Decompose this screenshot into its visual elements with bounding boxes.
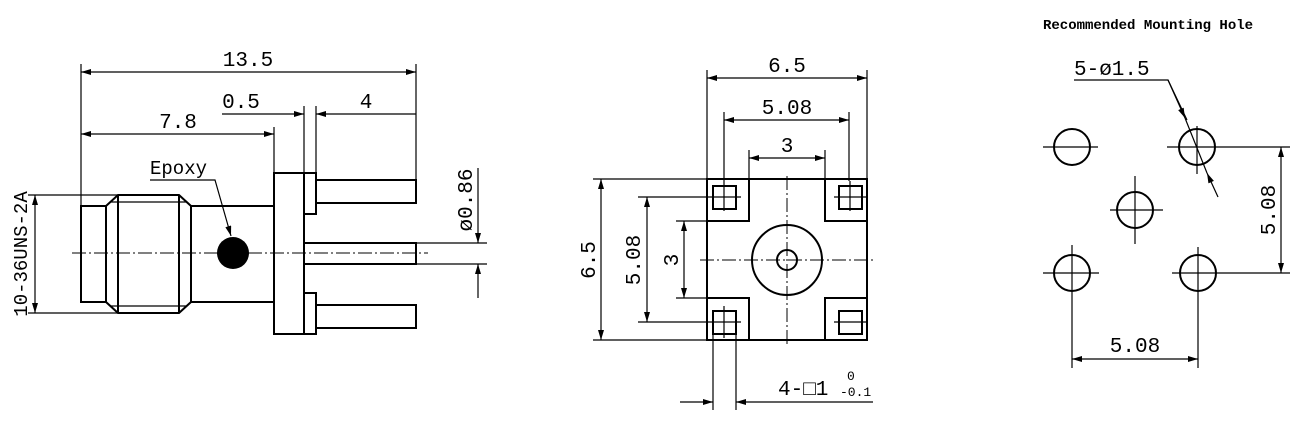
dim-pin-length: 4 — [360, 92, 373, 115]
bottom-view: 6.5 5.08 3 6.5 5.08 3 4-□1 0 -0.1 — [579, 56, 876, 410]
dim-pin-spacing-left: 5.08 — [624, 235, 647, 285]
hole — [1043, 245, 1099, 368]
dim-thread-spec: 10-36UNS-2A — [11, 191, 33, 317]
dim-overall-length: 13.5 — [223, 50, 273, 73]
epoxy-label: Epoxy — [150, 158, 207, 180]
dim-spacing-vertical: 5.08 — [1259, 185, 1282, 235]
hole-spec-label: 5-ø1.5 — [1074, 59, 1150, 82]
hole — [1110, 176, 1163, 244]
hole — [1167, 126, 1290, 174]
hole — [1172, 247, 1290, 368]
dim-gap-top: 3 — [781, 136, 794, 159]
tolerance-upper: 0 — [847, 369, 855, 384]
dim-pad-spec: 4-□1 — [778, 379, 828, 402]
pin-bottom — [316, 304, 417, 329]
mounting-hole-view: Recommended Mounting Hole 5-ø1.5 5.08 5.… — [1043, 18, 1290, 368]
dim-spacing-horizontal: 5.08 — [1110, 336, 1160, 359]
mounting-hole-title: Recommended Mounting Hole — [1043, 18, 1253, 34]
dim-pin-spacing-top: 5.08 — [762, 98, 812, 121]
epoxy-dot — [217, 237, 249, 269]
connector-front — [80, 205, 107, 303]
hole — [1043, 128, 1098, 166]
pin-top — [316, 179, 417, 204]
tolerance-lower: -0.1 — [840, 385, 871, 400]
dim-height-left: 6.5 — [579, 241, 602, 279]
dim-gap-left: 3 — [662, 254, 685, 267]
dim-body-length: 7.8 — [159, 112, 197, 135]
dim-flange-thickness: 0.5 — [222, 92, 260, 115]
dim-pin-diameter: ø0.86 — [456, 168, 479, 231]
dim-width-top: 6.5 — [768, 56, 806, 79]
side-view: Epoxy 13.5 0.5 4 7.8 10-36UNS-2A ø0.86 — [11, 50, 487, 335]
